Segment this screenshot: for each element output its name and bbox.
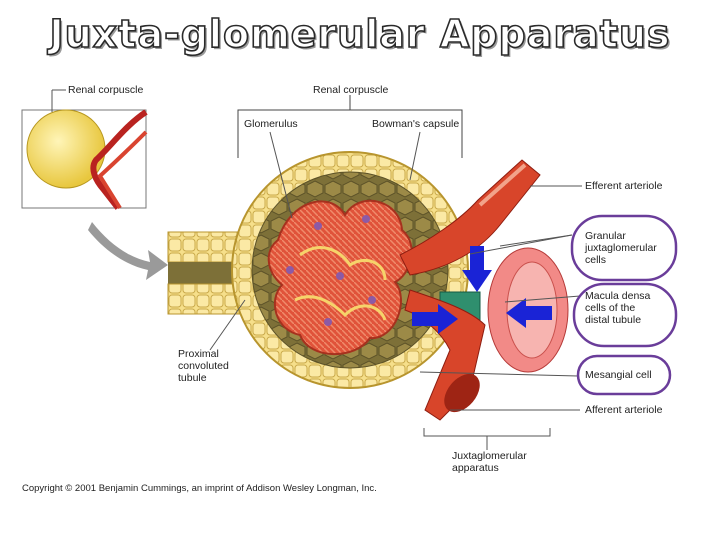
- label-bowmans-capsule: Bowman's capsule: [372, 118, 460, 130]
- renal-corpuscle-bracket: [237, 95, 463, 158]
- label-glomerulus: Glomerulus: [244, 118, 298, 130]
- label-renal-corpuscle-inset: Renal corpuscle: [68, 84, 144, 96]
- label-juxtaglomerular-apparatus: Juxtaglomerular apparatus: [452, 450, 527, 474]
- efferent-arteriole: [399, 159, 541, 276]
- label-mesangial-cell: Mesangial cell: [585, 369, 652, 381]
- arrow-right-icon: [412, 304, 458, 334]
- inset-renal-corpuscle: [21, 89, 148, 210]
- label-renal-corpuscle: Renal corpuscle: [313, 84, 389, 96]
- label-efferent-arteriole: Efferent arteriole: [585, 180, 663, 192]
- glomerulus: [267, 199, 413, 356]
- arrow-left-icon: [506, 298, 552, 328]
- label-granular-cells: Granular juxtaglomerular cells: [585, 230, 657, 266]
- highlight-ovals: [570, 214, 678, 396]
- leader-lines: [209, 131, 582, 450]
- zoom-arrow-icon: [88, 222, 168, 280]
- page-title: Juxta-glomerular Apparatus: [49, 11, 671, 57]
- label-proximal-tubule: Proximal convoluted tubule: [178, 348, 229, 384]
- label-macula-densa: Macula densa cells of the distal tubule: [585, 290, 651, 326]
- label-afferent-arteriole: Afferent arteriole: [585, 404, 663, 416]
- copyright-notice: Copyright © 2001 Benjamin Cummings, an i…: [22, 483, 377, 494]
